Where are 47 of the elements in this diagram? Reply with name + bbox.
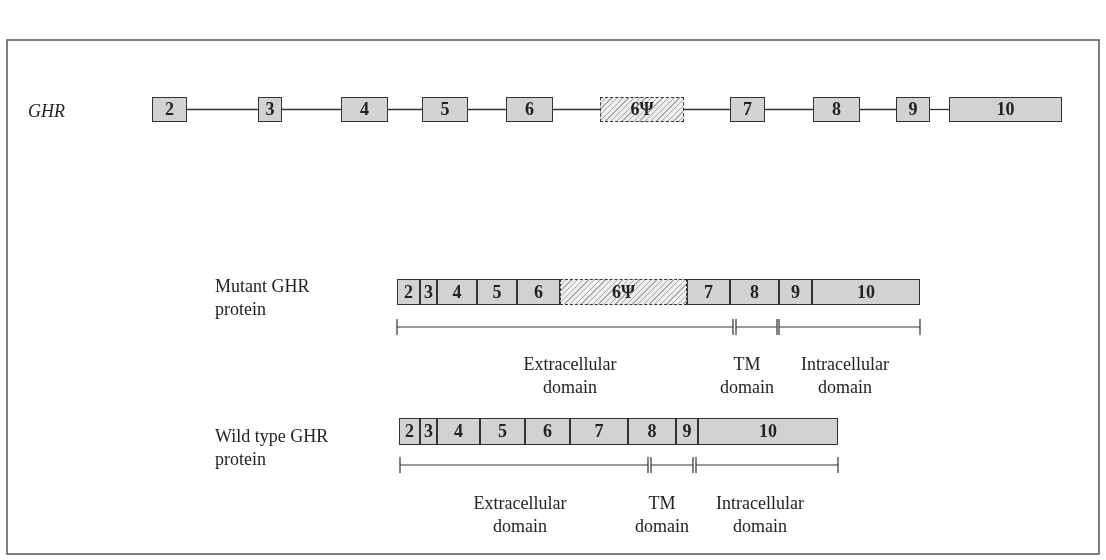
domain-label: Intracellular domain	[800, 353, 890, 399]
protein-label: Wild type GHR protein	[215, 425, 330, 471]
intron-line	[281, 108, 342, 111]
exon-box: 5	[422, 97, 468, 122]
exon-box: 6	[506, 97, 553, 122]
protein-label: Mutant GHR protein	[215, 275, 311, 321]
pseudoexon-box: 6Ψ	[600, 97, 684, 122]
domain-label: Extracellular domain	[522, 353, 618, 399]
exon-box: 10	[949, 97, 1062, 122]
exon-box: 3	[420, 279, 437, 305]
exon-box: 2	[152, 97, 187, 122]
domain-label: Extracellular domain	[472, 492, 568, 538]
exon-box: 4	[437, 279, 477, 305]
intron-line	[683, 108, 731, 111]
exon-box: 9	[896, 97, 930, 122]
domain-label: Intracellular domain	[715, 492, 805, 538]
exon-box: 2	[399, 418, 420, 445]
intron-line	[764, 108, 814, 111]
exon-box: 5	[477, 279, 517, 305]
intron-line	[467, 108, 507, 111]
intron-line	[552, 108, 601, 111]
exon-box: 7	[730, 97, 765, 122]
exon-box: 7	[687, 279, 730, 305]
domain-label: TM domain	[719, 353, 775, 399]
gene-name: GHR	[28, 100, 66, 123]
exon-box: 8	[628, 418, 676, 445]
exon-box: 9	[779, 279, 812, 305]
exon-box: 2	[397, 279, 420, 305]
exon-box: 3	[258, 97, 282, 122]
intron-line	[859, 108, 897, 111]
domain-label: TM domain	[634, 492, 690, 538]
intron-line	[929, 108, 950, 111]
exon-box: 6	[517, 279, 560, 305]
pseudoexon-box: 6Ψ	[560, 279, 687, 305]
exon-box: 7	[570, 418, 628, 445]
intron-line	[387, 108, 423, 111]
exon-box: 6	[525, 418, 570, 445]
intron-line	[186, 108, 259, 111]
exon-box: 4	[437, 418, 480, 445]
exon-box: 3	[420, 418, 437, 445]
exon-box: 9	[676, 418, 698, 445]
exon-box: 10	[812, 279, 920, 305]
exon-box: 5	[480, 418, 525, 445]
exon-box: 8	[813, 97, 860, 122]
exon-box: 8	[730, 279, 779, 305]
exon-box: 4	[341, 97, 388, 122]
exon-box: 10	[698, 418, 838, 445]
